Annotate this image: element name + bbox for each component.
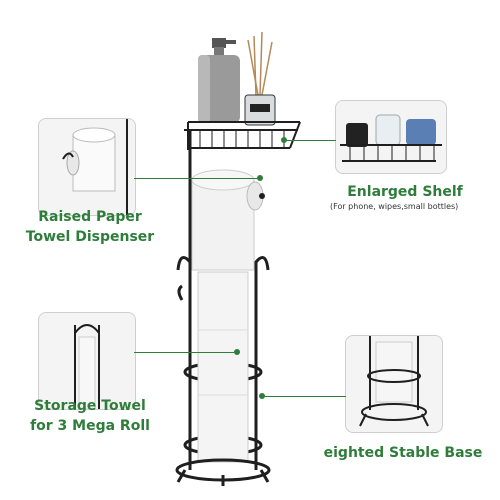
dispenser-dot — [257, 175, 263, 181]
dispenser-label-line2: Towel Dispenser — [25, 229, 155, 245]
toilet-roll-icon — [191, 169, 265, 271]
shelf-detail-thumbnail — [335, 100, 447, 174]
base-detail-thumbnail — [345, 335, 443, 433]
dispenser-label-line1: Raised Paper — [38, 209, 142, 225]
wire-basket — [184, 121, 301, 150]
base-label: eighted Stable Base — [323, 445, 483, 461]
soap-bottle-icon — [198, 38, 240, 123]
dispenser-connector — [134, 178, 260, 179]
dispenser-label: Raised Paper Towel Dispenser — [20, 207, 160, 247]
base-dot — [259, 393, 265, 399]
storage-connector — [134, 352, 234, 353]
base-connector — [262, 396, 346, 397]
shelf-label: Enlarged Shelf — [347, 184, 463, 200]
reed-diffuser-icon — [247, 31, 273, 96]
storage-label: Storage Towel for 3 Mega Roll — [20, 396, 160, 436]
shelf-sublabel: (For phone, wipes,small bottles) — [330, 202, 459, 211]
shelf-dot — [281, 137, 287, 143]
storage-label-line2: for 3 Mega Roll — [30, 418, 150, 434]
storage-label-line1: Storage Towel — [34, 398, 146, 414]
storage-dot — [234, 349, 240, 355]
shelf-connector — [284, 140, 336, 141]
dispenser-detail-thumbnail — [38, 118, 136, 216]
storage-detail-thumbnail — [38, 312, 136, 410]
